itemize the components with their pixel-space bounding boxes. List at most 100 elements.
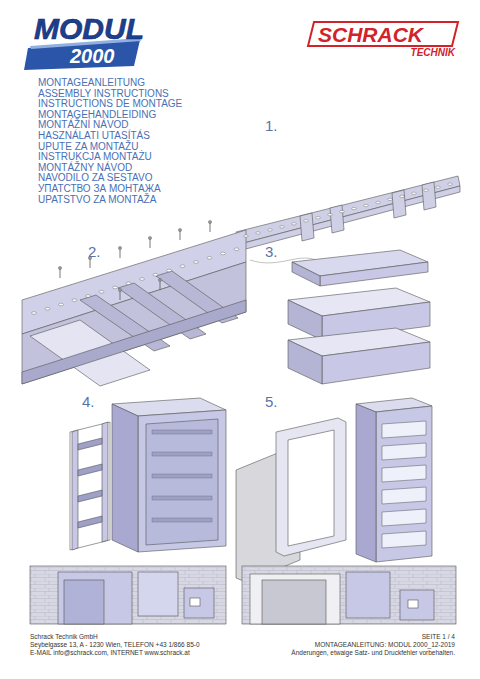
step-number: 4.: [82, 394, 95, 409]
hole: [152, 496, 212, 500]
footer-text: Seybelgasse 13, A - 1230 Wien, TELEFON +…: [30, 642, 200, 649]
hole: [207, 256, 212, 259]
hole: [376, 201, 380, 203]
cabinet-with-rails: [356, 398, 432, 562]
hole: [400, 195, 404, 197]
hole: [448, 183, 452, 185]
title-line: INSTRUKCJA MONTAŻU: [38, 152, 152, 162]
wall-installation-right: [242, 566, 456, 624]
title-line: MONTÁŽNY NÁVOD: [38, 163, 132, 173]
wall-installation-right: [262, 580, 326, 624]
hole: [158, 278, 161, 281]
hole: [99, 290, 104, 293]
wall-installation-left: [30, 566, 226, 624]
housing-parts: [320, 262, 428, 286]
hole: [153, 273, 158, 276]
hole: [340, 210, 344, 212]
din-rail-frame: [78, 490, 102, 502]
hole: [382, 421, 426, 438]
hole: [234, 248, 239, 251]
base-frame: [22, 230, 246, 386]
mounting-rail: [422, 182, 436, 210]
hole: [152, 452, 212, 456]
mounting-rail: [236, 176, 460, 244]
step-number: 5.: [265, 394, 278, 409]
din-rail-frame: [70, 422, 110, 550]
hole: [268, 229, 272, 231]
cabinet-housing: [138, 410, 226, 552]
wall-installation-right: [400, 590, 434, 620]
hole: [152, 474, 212, 478]
hole: [152, 430, 212, 434]
step-number: 1.: [265, 118, 278, 133]
wall-installation-left: [58, 572, 132, 624]
title-line: MONTAGEANLEITUNG: [38, 78, 145, 88]
hole: [58, 266, 61, 269]
cabinet-with-rails: [356, 404, 376, 562]
footer-text: MONTAGEANLEITUNG: MODUL 2000_12-2019: [315, 642, 455, 649]
mounting-rail: [330, 205, 344, 233]
title-line: UPATSTVO ZA MONTAŽA: [38, 195, 156, 205]
hole: [194, 261, 199, 264]
hole: [221, 252, 226, 255]
hole: [352, 207, 356, 209]
mounting-rail: [392, 190, 406, 218]
title-line: УПАТСТВО ЗА МОНТАЖА: [38, 184, 161, 194]
wall-installation-left: [64, 580, 104, 624]
hole: [86, 295, 91, 298]
hole: [244, 235, 248, 237]
step-number: 2.: [88, 244, 101, 259]
hole: [280, 226, 284, 228]
cabinet-housing: [112, 404, 138, 552]
title-line: MONTAGEHANDLEIDING: [38, 110, 156, 120]
hole: [118, 288, 121, 291]
hole: [328, 213, 332, 215]
hole: [59, 303, 64, 306]
footer-text: E-MAIL info@schrack.com, INTERNET www.sc…: [30, 650, 190, 657]
cabinet-housing: [112, 398, 226, 552]
hole: [382, 509, 426, 526]
hole: [148, 236, 151, 239]
logo-text: TECHNIK: [411, 48, 455, 58]
wall-installation-left: [138, 572, 178, 616]
hole: [382, 443, 426, 460]
schrack-logo: [308, 22, 458, 46]
hole: [382, 487, 426, 504]
hole: [178, 228, 181, 231]
cabinet-with-rails: [376, 406, 432, 562]
hole: [382, 531, 426, 548]
hole: [424, 189, 428, 191]
din-rail-frame: [102, 422, 108, 542]
hole: [72, 299, 77, 302]
logo-text: MODUL: [34, 14, 144, 44]
hole: [436, 186, 440, 188]
wall-installation-left: [190, 598, 200, 606]
din-rail-frame: [72, 430, 78, 550]
hole: [126, 282, 131, 285]
wall-installation-left: [184, 588, 214, 618]
din-rail-frame: [70, 422, 110, 550]
mounting-rail: [236, 176, 460, 263]
hole: [113, 286, 118, 289]
din-rail-frame: [78, 464, 102, 476]
base-frame: [22, 300, 246, 384]
cabinet-housing: [146, 419, 218, 545]
housing-parts: [292, 262, 320, 286]
footer-text: Schrack Technik GmbH: [30, 634, 98, 641]
housing-parts: [322, 342, 430, 384]
door-frame: [288, 430, 334, 546]
title-line: ASSEMBLY INSTRUCTIONS: [38, 89, 169, 99]
hole: [45, 307, 50, 310]
hole: [32, 312, 37, 315]
title-line: HASZNÁLATI UTASÍTÁS: [38, 131, 150, 141]
title-line: INSTRUCTIONS DE MONTAGE: [38, 99, 182, 109]
schrack-logo: [308, 22, 458, 46]
hole: [382, 465, 426, 482]
logo-text: SCHRACK: [318, 24, 423, 45]
wall-installation-right: [408, 600, 418, 608]
housing-parts: [288, 250, 430, 384]
hole: [316, 217, 320, 219]
step-number: 3.: [265, 244, 278, 259]
title-line: MONTÁŽNÍ NÁVOD: [38, 120, 129, 130]
